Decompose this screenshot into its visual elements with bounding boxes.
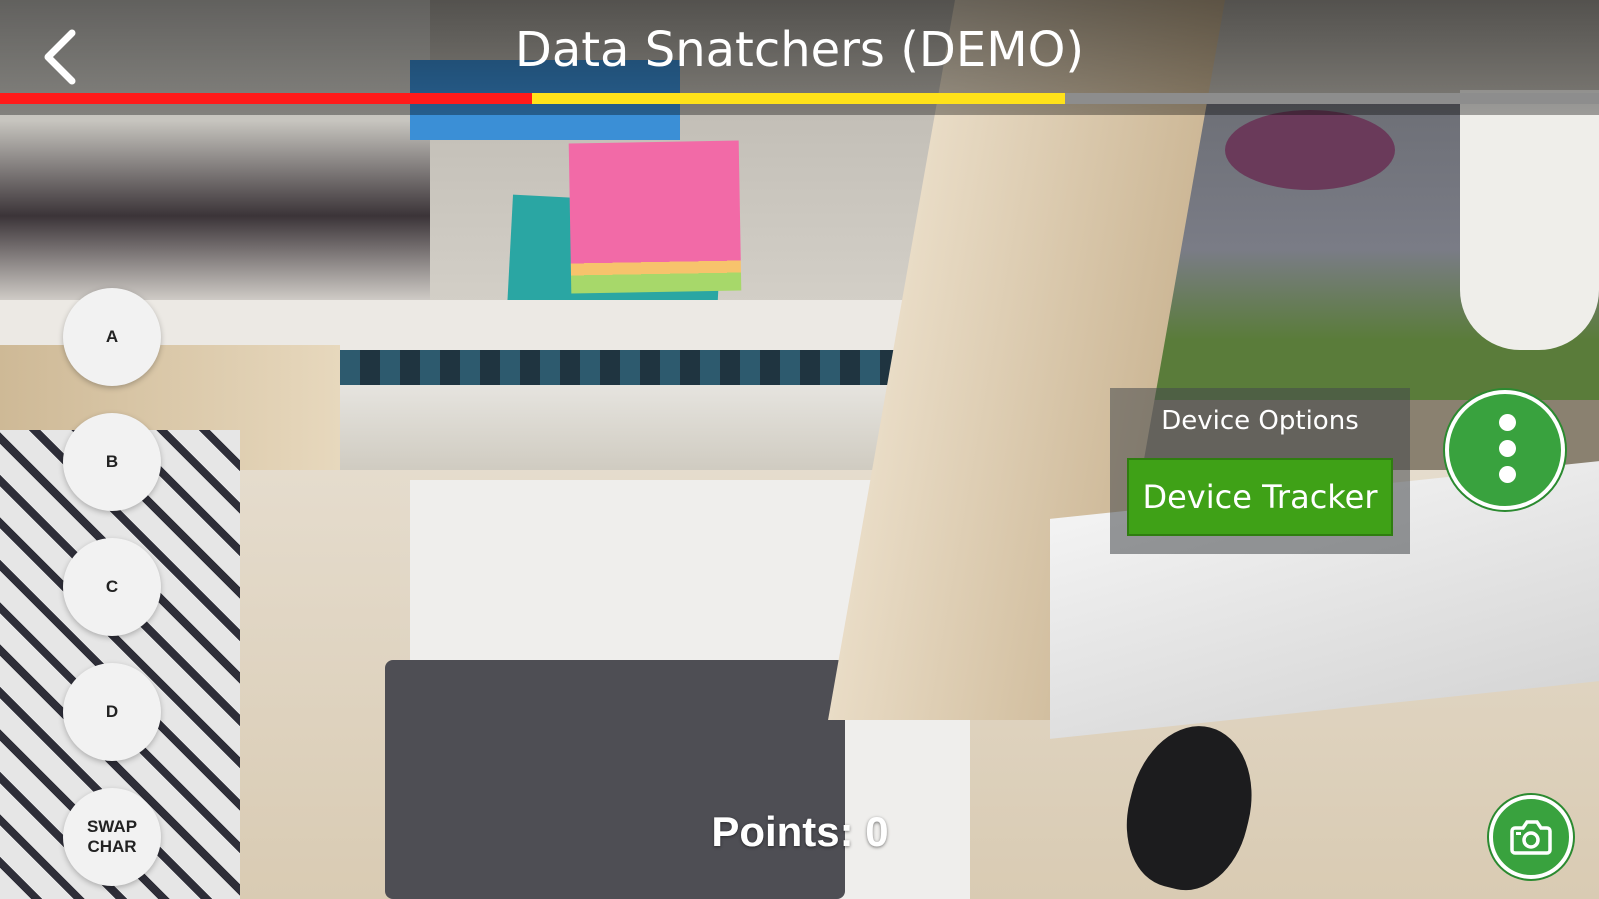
chevron-left-icon (44, 29, 76, 85)
page-title: Data Snatchers (DEMO) (514, 22, 1085, 78)
camera-button[interactable] (1489, 795, 1573, 879)
answer-label: D (105, 702, 119, 722)
answer-b-button[interactable]: B (63, 413, 161, 511)
device-options-title: Device Options (1161, 406, 1359, 436)
top-bar: Data Snatchers (DEMO) (0, 0, 1599, 115)
device-options-menu-button[interactable] (1445, 390, 1565, 510)
answer-c-button[interactable]: C (63, 538, 161, 636)
progress-segment-remaining (1064, 93, 1599, 104)
swap-char-label: SWAP CHAR (86, 817, 138, 856)
camera-icon (1510, 820, 1552, 855)
progress-bar (0, 93, 1599, 104)
points-counter: Points: 0 (711, 808, 889, 855)
answer-d-button[interactable]: D (63, 663, 161, 761)
device-options-panel: Device Options Device Tracker (1110, 388, 1410, 554)
device-tracker-button[interactable]: Device Tracker (1127, 458, 1393, 536)
progress-segment-red (0, 93, 533, 104)
answer-label: C (105, 577, 119, 597)
progress-segment-yellow (532, 93, 1065, 104)
answer-label: B (105, 452, 119, 472)
swap-char-button[interactable]: SWAP CHAR (63, 788, 161, 886)
answer-a-button[interactable]: A (63, 288, 161, 386)
answer-label: A (105, 327, 119, 347)
back-button[interactable] (30, 22, 90, 92)
